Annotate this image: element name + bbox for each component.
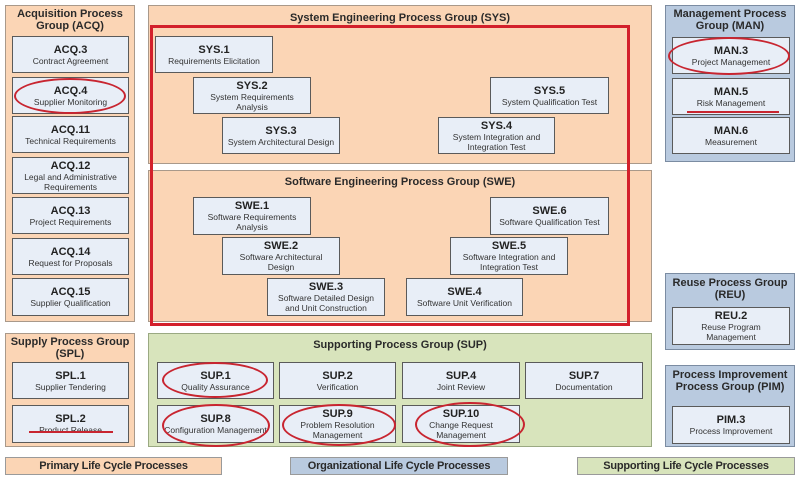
process-id: SPL.1 [55,369,86,382]
process-name: Legal and Administrative Requirements [24,171,117,192]
process-name: System Architectural Design [227,136,335,147]
process-name: Supplier Tendering [35,381,106,392]
process-id: SYS.1 [198,43,230,56]
highlight-circle-sup-10 [415,402,525,447]
process-id: SYS.3 [265,124,297,137]
process-name: Documentation [555,381,613,392]
process-id: REU.2 [714,310,748,322]
process-name: Request for Proposals [28,257,113,268]
process-name: System Integration and Integration Test [452,131,541,152]
process-id: SWE.3 [308,281,344,293]
process-name: Product Release [39,425,102,435]
process-id: ACQ.11 [50,123,91,136]
highlight-circle-sup-1 [162,362,268,398]
process-name: Technical Requirements [25,135,116,146]
process-name: Contract Agreement [32,55,109,66]
group-title: System Engineering Process Group (SYS) [289,12,511,24]
process-name: Supplier Qualification [30,298,111,308]
process-name: System Qualification Test [501,96,598,107]
process-id: ACQ.14 [50,245,91,258]
process-id: ACQ.12 [50,159,91,172]
process-id: SWE.1 [234,200,270,212]
group-title: Acquisition Process Group (ACQ) [17,8,123,32]
process-name: Joint Review [436,381,486,392]
process-name: System Requirements Analysis [210,91,294,112]
process-name: Process Improvement [689,426,773,436]
legend-primary: Primary Life Cycle Processes [5,457,222,475]
group-title: Process Improvement Process Group (PIM) [672,369,788,393]
process-id: SWE.6 [532,205,567,217]
process-id: ACQ.3 [53,43,88,56]
process-name: Software Requirements Analysis [207,212,297,232]
process-id: MAN.6 [713,124,749,137]
process-name: Software Integration and Integration Tes… [462,252,556,272]
process-id: MAN.5 [713,85,749,98]
process-id: SUP.4 [445,369,477,382]
group-title: Reuse Process Group (REU) [672,277,788,301]
process-id: ACQ.13 [50,204,91,217]
highlight-circle-acq-4 [14,78,126,114]
process-id: SWE.4 [447,286,482,298]
group-title: Supporting Process Group (SUP) [313,339,487,351]
legend-organizational: Organizational Life Cycle Processes [290,457,508,475]
highlight-circle-sup-8 [162,404,270,447]
process-name: Measurement [705,136,757,147]
process-id: SUP.7 [568,369,600,382]
process-name: Software Unit Verification [417,298,512,308]
process-id: SYS.2 [236,79,268,92]
highlight-engineering-outline [150,25,630,326]
group-title: Management Process Group (MAN) [673,8,787,32]
process-id: SWE.5 [491,240,527,252]
process-id: ACQ.15 [50,286,91,298]
process-name: Project Requirements [29,216,112,227]
process-name: Reuse Program Management [701,322,761,342]
group-title: Supply Process Group (SPL) [10,336,130,360]
process-name: Risk Management [696,97,766,108]
process-id: SPL.2 [55,413,86,425]
process-name: Software Architectural Design [239,252,323,272]
process-name: Requirements Elicitation [168,55,260,66]
process-name: Software Detailed Design and Unit Constr… [278,293,374,313]
group-title: Software Engineering Process Group (SWE) [284,176,516,188]
process-id: SYS.4 [480,119,513,132]
highlight-circle-sup-9 [282,404,396,446]
process-name: Software Qualification Test [499,217,600,227]
process-id: SYS.5 [533,84,566,97]
process-id: PIM.3 [716,414,746,426]
process-name: Verification [316,381,359,392]
legend-supporting: Supporting Life Cycle Processes [577,457,795,475]
process-id: SWE.2 [263,240,299,252]
highlight-circle-man-3 [668,37,790,75]
highlight-underline-man-5 [687,111,779,113]
highlight-underline-spl-2 [29,431,113,433]
process-id: SUP.2 [322,369,353,382]
